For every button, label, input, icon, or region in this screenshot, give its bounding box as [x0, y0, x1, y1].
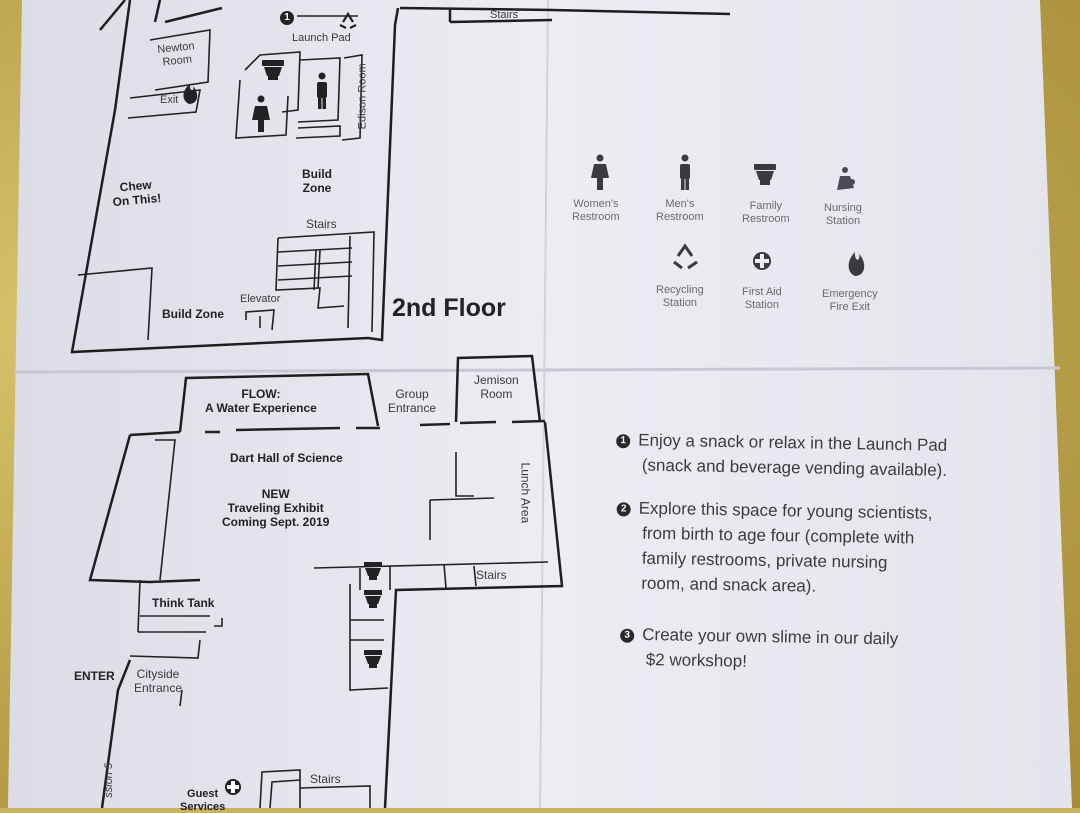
men-restroom-marker	[317, 72, 327, 109]
stairs-upper-label: Stairs	[306, 217, 337, 231]
note-3-line-1: Create your own slime in our daily	[642, 624, 899, 649]
legend-label-mens-restroom: Men's Restroom	[656, 198, 704, 223]
chew-on-this-label: Chew On This!	[112, 177, 162, 209]
upper-floor-interior	[77, 15, 375, 341]
note-2-line-4: room, and snack area).	[641, 573, 817, 596]
legend-toilet-icon	[754, 164, 776, 185]
upper-floor-walls	[70, 0, 731, 354]
guest-services-label: Guest Services	[180, 788, 226, 813]
note-1-line-1: Enjoy a snack or relax in the Launch Pad	[638, 430, 948, 455]
cityside-entrance-label: Cityside Entrance	[134, 667, 183, 695]
flow-exhibit-label: FLOW: A Water Experience	[205, 387, 317, 415]
group-entrance-label: Group Entrance	[388, 387, 437, 415]
launch-pad-marker: 1	[280, 11, 294, 25]
fold-crease-vertical	[539, 0, 549, 808]
legend-fire-icon	[848, 252, 865, 276]
session-partial-label: ssion 5	[103, 762, 116, 798]
legend-label-family-restroom: Family Restroom	[742, 200, 790, 225]
note-3-number: 3	[620, 628, 635, 643]
note-2-line-1: Explore this space for young scientists,	[638, 498, 933, 523]
legend-label-emergency-fire-exit: Emergency Fire Exit	[822, 288, 878, 313]
women-restroom-marker	[252, 95, 270, 132]
edison-room-label: Edison Room	[356, 63, 369, 130]
floor-title: 2nd Floor	[392, 294, 506, 322]
build-zone-center-label: Build Zone	[302, 167, 332, 195]
stairs-lower-right-label: Stairs	[476, 568, 507, 582]
fold-crease-horizontal	[13, 366, 1061, 374]
jemison-room-label: Jemison Room	[474, 373, 519, 401]
legend-nursing-icon	[837, 167, 855, 190]
stairs-top-edge-label: Stairs	[490, 9, 519, 21]
note-2: 2 Explore this space for young scientists…	[615, 495, 933, 600]
legend-label-first-aid-station: First Aid Station	[742, 286, 782, 311]
dart-hall-label: Dart Hall of Science	[230, 451, 343, 465]
note-2-number: 2	[616, 502, 631, 517]
family-restroom-marker	[262, 60, 284, 80]
elevator-label: Elevator	[240, 293, 281, 305]
legend-label-womens-restroom: Women's Restroom	[572, 198, 620, 223]
traveling-exhibit-label: NEW Traveling Exhibit Coming Sept. 2019	[222, 487, 330, 529]
enter-label: ENTER	[74, 669, 115, 683]
newton-room-label: Newton Room	[156, 40, 196, 69]
legend-woman-icon	[591, 154, 609, 190]
guest-services-first-aid-marker	[225, 779, 241, 795]
legend-recycling-icon	[673, 243, 698, 270]
lower-floor-interior	[129, 419, 549, 808]
paper-sheet	[8, 0, 1072, 808]
note-1-number: 1	[616, 434, 631, 449]
launch-pad-recycling-marker	[339, 11, 357, 29]
stairs-bottom-label: Stairs	[310, 772, 341, 786]
legend-label-nursing-station: Nursing Station	[824, 202, 862, 227]
exit-fire-marker	[183, 84, 198, 104]
legend-man-icon	[680, 154, 690, 190]
lower-family-restroom-markers	[364, 562, 382, 668]
lower-floor-walls	[88, 354, 564, 808]
legend-first-aid-icon	[753, 252, 771, 270]
build-zone-left-label: Build Zone	[162, 307, 224, 321]
lunch-area-label: Lunch Area	[518, 462, 533, 524]
note-3: 3 Create your own slime in our daily $2 w…	[620, 622, 899, 677]
think-tank-label: Think Tank	[152, 596, 215, 610]
exit-label: Exit	[160, 94, 179, 106]
note-3-line-2: $2 workshop!	[645, 650, 748, 671]
note-1: 1 Enjoy a snack or relax in the Launch Pa…	[616, 427, 948, 483]
note-1-line-2: (snack and beverage vending available).	[641, 455, 948, 480]
legend-label-recycling-station: Recycling Station	[656, 284, 704, 309]
note-2-line-2: from birth to age four (complete with	[642, 523, 915, 548]
note-2-line-3: family restrooms, private nursing	[641, 548, 888, 572]
launch-pad-label: Launch Pad	[292, 32, 351, 44]
